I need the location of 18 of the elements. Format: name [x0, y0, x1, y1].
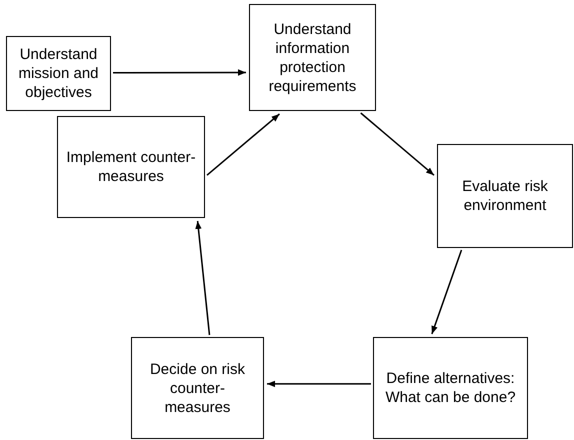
process-box	[437, 144, 573, 248]
arrow	[113, 69, 246, 76]
box-label: Evaluate risk environment	[461, 177, 549, 215]
process-box	[131, 337, 264, 439]
process-box	[57, 116, 205, 218]
box-label: Implement counter-measures	[65, 148, 197, 186]
process-box	[249, 4, 376, 111]
arrow	[206, 113, 280, 176]
arrow	[431, 250, 462, 334]
box-label: Understand mission and objectives	[17, 45, 100, 102]
arrow	[360, 112, 434, 176]
box-label: Decide on risk counter-measures	[148, 360, 246, 416]
process-box	[6, 36, 111, 111]
arrow	[195, 220, 210, 336]
process-box	[373, 337, 528, 439]
box-label: Understand information protection requirements	[268, 20, 358, 96]
arrow	[267, 380, 371, 388]
box-label: Define alternatives: What can be done?	[384, 369, 517, 407]
